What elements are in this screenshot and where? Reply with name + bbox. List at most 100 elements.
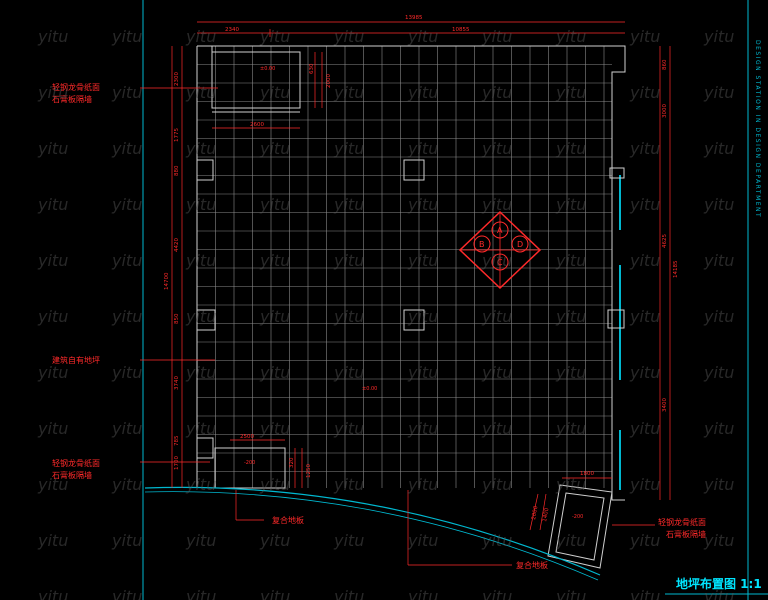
- watermark-text: yitu: [555, 251, 586, 270]
- watermark-text: yitu: [481, 587, 512, 600]
- watermark-text: yitu: [703, 195, 734, 214]
- dim-right-3: 4625: [662, 234, 668, 248]
- watermark-text: yitu: [703, 587, 734, 600]
- watermark-text: yitu: [629, 139, 660, 158]
- watermark-text: yitu: [37, 587, 68, 600]
- building-walls: [196, 45, 626, 569]
- watermark-text: yitu: [111, 587, 142, 600]
- dim-left-5: 850: [174, 313, 180, 324]
- watermark-text: yitu: [185, 587, 216, 600]
- watermark-text: yitu: [185, 251, 216, 270]
- watermark-text: yitu: [333, 307, 364, 326]
- watermark-text: yitu: [185, 475, 216, 494]
- note-composite-floor-bottom: 复合地板: [516, 560, 548, 570]
- note-wall-bottom-right-1: 轻钢龙骨纸面: [658, 517, 706, 527]
- watermark-text: yitu: [259, 307, 290, 326]
- note-wall-top-left-2: 石膏板隔墙: [52, 94, 92, 104]
- watermark-text: yitu: [37, 475, 68, 494]
- watermark-text: yitu: [629, 83, 660, 102]
- watermark-text: yitu: [259, 139, 290, 158]
- watermark-text: yitu: [259, 195, 290, 214]
- watermark-text: yitu: [37, 307, 68, 326]
- watermark-text: yitu: [37, 139, 68, 158]
- watermark-text: yitu: [259, 587, 290, 600]
- dim-top-right: 10855: [452, 27, 470, 33]
- watermark-text: yitu: [555, 531, 586, 550]
- watermark-text: yitu: [37, 27, 68, 46]
- watermark-text: yitu: [333, 83, 364, 102]
- watermark-text: yitu: [555, 195, 586, 214]
- watermark-text: yitu: [333, 419, 364, 438]
- watermark-text: yitu: [333, 251, 364, 270]
- compass-label-south: C: [497, 258, 503, 267]
- watermark-text: yitu: [481, 419, 512, 438]
- watermark-layer: yitu yitu yitu yitu yitu yitu yitu yitu yitu yitu…: [37, 27, 734, 600]
- note-floor: 建筑自有地坪: [52, 355, 100, 365]
- drawing-title: 地坪布置图 1:1: [676, 576, 762, 591]
- dim-br-v1: 2000: [531, 505, 539, 520]
- note-wall-top-left-1: 轻钢龙骨纸面: [52, 82, 100, 92]
- dim-right-4: 3400: [662, 398, 668, 412]
- watermark-text: yitu: [111, 475, 142, 494]
- watermark-text: yitu: [703, 307, 734, 326]
- watermark-text: yitu: [111, 531, 142, 550]
- watermark-text: yitu: [185, 27, 216, 46]
- watermark-text: yitu: [481, 251, 512, 270]
- dim-left-3: 880: [174, 165, 180, 176]
- watermark-text: yitu: [629, 363, 660, 382]
- watermark-text: yitu: [37, 531, 68, 550]
- watermark-text: yitu: [481, 531, 512, 550]
- watermark-text: yitu: [259, 27, 290, 46]
- watermark-text: yitu: [111, 83, 142, 102]
- curved-facade: [144, 486, 601, 581]
- watermark-text: yitu: [111, 27, 142, 46]
- watermark-text: yitu: [259, 363, 290, 382]
- watermark-text: yitu: [407, 475, 438, 494]
- watermark-text: yitu: [629, 307, 660, 326]
- watermark-text: yitu: [703, 83, 734, 102]
- watermark-text: yitu: [259, 419, 290, 438]
- note-composite-floor-left: 复合地板: [272, 515, 304, 525]
- watermark-text: yitu: [111, 419, 142, 438]
- watermark-text: yitu: [37, 363, 68, 382]
- watermark-text: yitu: [481, 139, 512, 158]
- watermark-text: yitu: [111, 251, 142, 270]
- watermark-text: yitu: [37, 419, 68, 438]
- watermark-text: yitu: [629, 27, 660, 46]
- watermark-text: yitu: [407, 363, 438, 382]
- watermark-text: yitu: [259, 531, 290, 550]
- watermark-text: yitu: [407, 83, 438, 102]
- dim-left-total: 14700: [164, 272, 170, 290]
- watermark-text: yitu: [407, 307, 438, 326]
- watermark-text: yitu: [555, 419, 586, 438]
- watermark-text: yitu: [333, 587, 364, 600]
- watermark-text: yitu: [333, 27, 364, 46]
- dim-room-width: 2600: [250, 122, 264, 128]
- watermark-text: yitu: [629, 531, 660, 550]
- side-text: DESIGN STATION IN DESIGN DEPARTMENT: [754, 40, 761, 218]
- watermark-text: yitu: [629, 251, 660, 270]
- watermark-text: yitu: [703, 475, 734, 494]
- watermark-text: yitu: [407, 531, 438, 550]
- watermark-text: yitu: [259, 475, 290, 494]
- dim-br-top: 1800: [580, 471, 594, 477]
- watermark-text: yitu: [185, 139, 216, 158]
- dim-left-2: 1775: [174, 128, 180, 142]
- dim-top-total: 13985: [405, 15, 423, 21]
- watermark-text: yitu: [703, 27, 734, 46]
- watermark-text: yitu: [481, 83, 512, 102]
- compass-label-west: B: [479, 240, 485, 249]
- compass-label-north: A: [497, 226, 503, 235]
- watermark-text: yitu: [185, 307, 216, 326]
- watermark-text: yitu: [481, 195, 512, 214]
- watermark-text: yitu: [555, 587, 586, 600]
- watermark-text: yitu: [333, 475, 364, 494]
- dim-left-8: 1700: [174, 456, 180, 470]
- watermark-text: yitu: [185, 531, 216, 550]
- watermark-text: yitu: [111, 307, 142, 326]
- level-room-top-left: ±0.00: [260, 66, 275, 72]
- watermark-text: yitu: [629, 587, 660, 600]
- dim-right-top: 860: [662, 59, 668, 70]
- watermark-text: yitu: [703, 139, 734, 158]
- dim-left-1: 2300: [174, 72, 180, 86]
